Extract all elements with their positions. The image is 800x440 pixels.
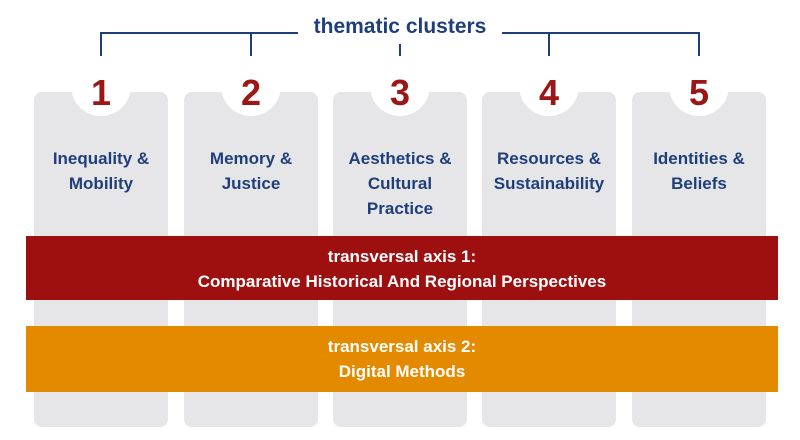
cluster-number-4: 4 [538,72,560,113]
column-notch [669,56,729,116]
column-notch [221,56,281,116]
transversal-axis-2: transversal axis 2: Digital Methods [26,326,778,392]
column-notch [370,56,430,116]
cluster-label-1: Inequality & Mobility [26,146,176,196]
cluster-label-line: Memory & [209,149,293,168]
axis-2-heading: transversal axis 2: [327,337,477,356]
cluster-number-1: 1 [90,72,112,113]
cluster-label-2: Memory & Justice [176,146,326,196]
cluster-label-line: Inequality & [52,149,150,168]
cluster-label-line: Sustainability [493,174,605,193]
axis-1-title: Comparative Historical And Regional Pers… [197,272,607,291]
cluster-label-line: Beliefs [671,174,727,193]
cluster-label-line: Justice [221,174,281,193]
column-notch [519,56,579,116]
column-notch [71,56,131,116]
cluster-label-5: Identities & Beliefs [624,146,774,196]
axis-2-title: Digital Methods [338,362,466,381]
cluster-label-line: Resources & [497,149,601,168]
cluster-bracket [100,32,700,58]
cluster-label-line: Aesthetics & [348,149,452,168]
cluster-number-5: 5 [688,72,710,113]
diagram-title: thematic clusters [313,15,487,38]
transversal-axis-1: transversal axis 1: Comparative Historic… [26,236,778,300]
cluster-label-line: Practice [366,199,434,218]
cluster-label-line: Identities & [653,149,745,168]
cluster-label-line: Mobility [68,174,134,193]
cluster-number-3: 3 [389,72,411,113]
cluster-number-2: 2 [240,72,262,113]
cluster-label-3: Aesthetics & Cultural Practice [325,146,475,221]
cluster-label-line: Cultural [367,174,433,193]
cluster-label-4: Resources & Sustainability [474,146,624,196]
axis-1-heading: transversal axis 1: [327,247,477,266]
bracket-right-arm [502,32,700,58]
bracket-left-arm [100,32,298,58]
